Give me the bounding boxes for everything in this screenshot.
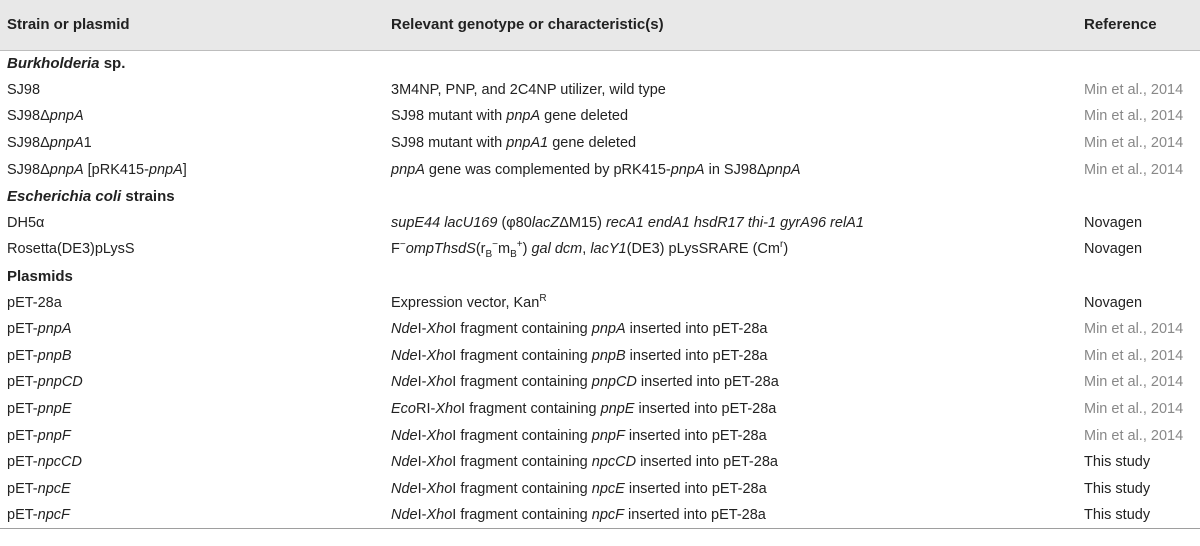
- genotype: Expression vector, KanR: [391, 292, 547, 311]
- reference: This study: [1084, 480, 1151, 497]
- table-row: SJ98ΔpnpA1 SJ98 mutant with pnpA1 gene d…: [0, 130, 1200, 157]
- table-row: pET-pnpF NdeI-XhoI fragment containing p…: [0, 422, 1200, 449]
- reference: This study: [1084, 454, 1151, 471]
- header-genotype: Relevant genotype or characteristic(s): [384, 0, 1084, 51]
- strain-name: pET-npcCD: [7, 454, 82, 471]
- strain-name: pET-pnpB: [7, 347, 72, 364]
- genotype: NdeI-XhoI fragment containing npcF inser…: [384, 502, 1084, 530]
- genotype: F−ompThsdS(rB−mB+) gal dcm, lacY1(DE3) p…: [391, 239, 789, 261]
- genotype: NdeI-XhoI fragment containing npcCD inse…: [391, 454, 778, 471]
- section-plasmids: Plasmids: [7, 267, 73, 285]
- strain-name: pET-npcE: [7, 480, 71, 497]
- header-reference: Reference: [1084, 0, 1200, 51]
- genotype: NdeI-XhoI fragment containing pnpF inser…: [391, 427, 767, 444]
- genotype: 3M4NP, PNP, and 2C4NP utilizer, wild typ…: [391, 81, 666, 98]
- table-row: Rosetta(DE3)pLysS F−ompThsdS(rB−mB+) gal…: [0, 236, 1200, 263]
- table-row: pET-npcCD NdeI-XhoI fragment containing …: [0, 449, 1200, 476]
- reference: Novagen: [1084, 294, 1143, 311]
- genotype: SJ98 mutant with pnpA gene deleted: [391, 108, 629, 125]
- section-burkholderia: Burkholderia sp.: [7, 55, 126, 73]
- reference: Min et al., 2014: [1084, 374, 1184, 391]
- genotype: NdeI-XhoI fragment containing pnpA inser…: [391, 321, 768, 338]
- reference: Min et al., 2014: [1084, 347, 1184, 364]
- table-row: pET-npcF NdeI-XhoI fragment containing n…: [0, 502, 1200, 530]
- genotype: NdeI-XhoI fragment containing pnpB inser…: [391, 347, 768, 364]
- strain-name: Rosetta(DE3)pLysS: [7, 241, 135, 258]
- strain-name: pET-28a: [7, 294, 62, 311]
- section-escherichia-coli: Escherichia coli strains: [7, 187, 175, 205]
- genotype: EcoRI-XhoI fragment containing pnpE inse…: [391, 401, 777, 418]
- table-row: pET-pnpA NdeI-XhoI fragment containing p…: [0, 316, 1200, 343]
- genotype: pnpA gene was complemented by pRK415-pnp…: [391, 161, 801, 178]
- strain-name: pET-pnpA: [7, 321, 72, 338]
- strain-name: pET-pnpE: [7, 401, 72, 418]
- table-row: pET-pnpE EcoRI-XhoI fragment containing …: [0, 396, 1200, 423]
- strain-name: pET-pnpCD: [7, 374, 83, 391]
- reference: Min et al., 2014: [1084, 427, 1184, 444]
- reference: Min et al., 2014: [1084, 401, 1184, 418]
- reference: Min et al., 2014: [1084, 108, 1184, 125]
- reference: Min et al., 2014: [1084, 81, 1184, 98]
- table-header-row: Strain or plasmid Relevant genotype or c…: [0, 0, 1200, 51]
- reference: Min et al., 2014: [1084, 135, 1184, 152]
- table-row: DH5α supE44 lacU169 (φ80lacZΔM15) recA1 …: [0, 210, 1200, 237]
- table-row: pET-npcE NdeI-XhoI fragment containing n…: [0, 476, 1200, 503]
- reference: Novagen: [1084, 214, 1143, 231]
- reference: Min et al., 2014: [1084, 321, 1184, 338]
- reference: Min et al., 2014: [1084, 161, 1184, 178]
- strain-name: SJ98: [7, 81, 41, 98]
- strain-plasmid-table: Strain or plasmid Relevant genotype or c…: [0, 0, 1200, 530]
- table-row: SJ98ΔpnpA SJ98 mutant with pnpA gene del…: [0, 103, 1200, 130]
- table-row: pET-pnpCD NdeI-XhoI fragment containing …: [0, 369, 1200, 396]
- reference: This study: [1084, 502, 1200, 530]
- strain-name: SJ98ΔpnpA: [7, 108, 84, 125]
- strain-name: DH5α: [7, 214, 45, 231]
- strain-name: pET-pnpF: [7, 427, 71, 444]
- table-row: SJ98 3M4NP, PNP, and 2C4NP utilizer, wil…: [0, 77, 1200, 104]
- strain-name: SJ98ΔpnpA [pRK415-pnpA]: [7, 161, 187, 178]
- table-row: pET-28a Expression vector, KanR Novagen: [0, 289, 1200, 316]
- genotype: NdeI-XhoI fragment containing npcE inser…: [391, 480, 767, 497]
- reference: Novagen: [1084, 241, 1143, 258]
- strain-name: pET-npcF: [0, 502, 384, 530]
- table-row: pET-pnpB NdeI-XhoI fragment containing p…: [0, 343, 1200, 370]
- genotype: supE44 lacU169 (φ80lacZΔM15) recA1 endA1…: [391, 214, 864, 231]
- header-strain: Strain or plasmid: [0, 0, 384, 51]
- genotype: NdeI-XhoI fragment containing pnpCD inse…: [391, 374, 779, 391]
- genotype: SJ98 mutant with pnpA1 gene deleted: [391, 135, 637, 152]
- strain-name: SJ98ΔpnpA1: [7, 135, 92, 152]
- table-row: SJ98ΔpnpA [pRK415-pnpA] pnpA gene was co…: [0, 156, 1200, 183]
